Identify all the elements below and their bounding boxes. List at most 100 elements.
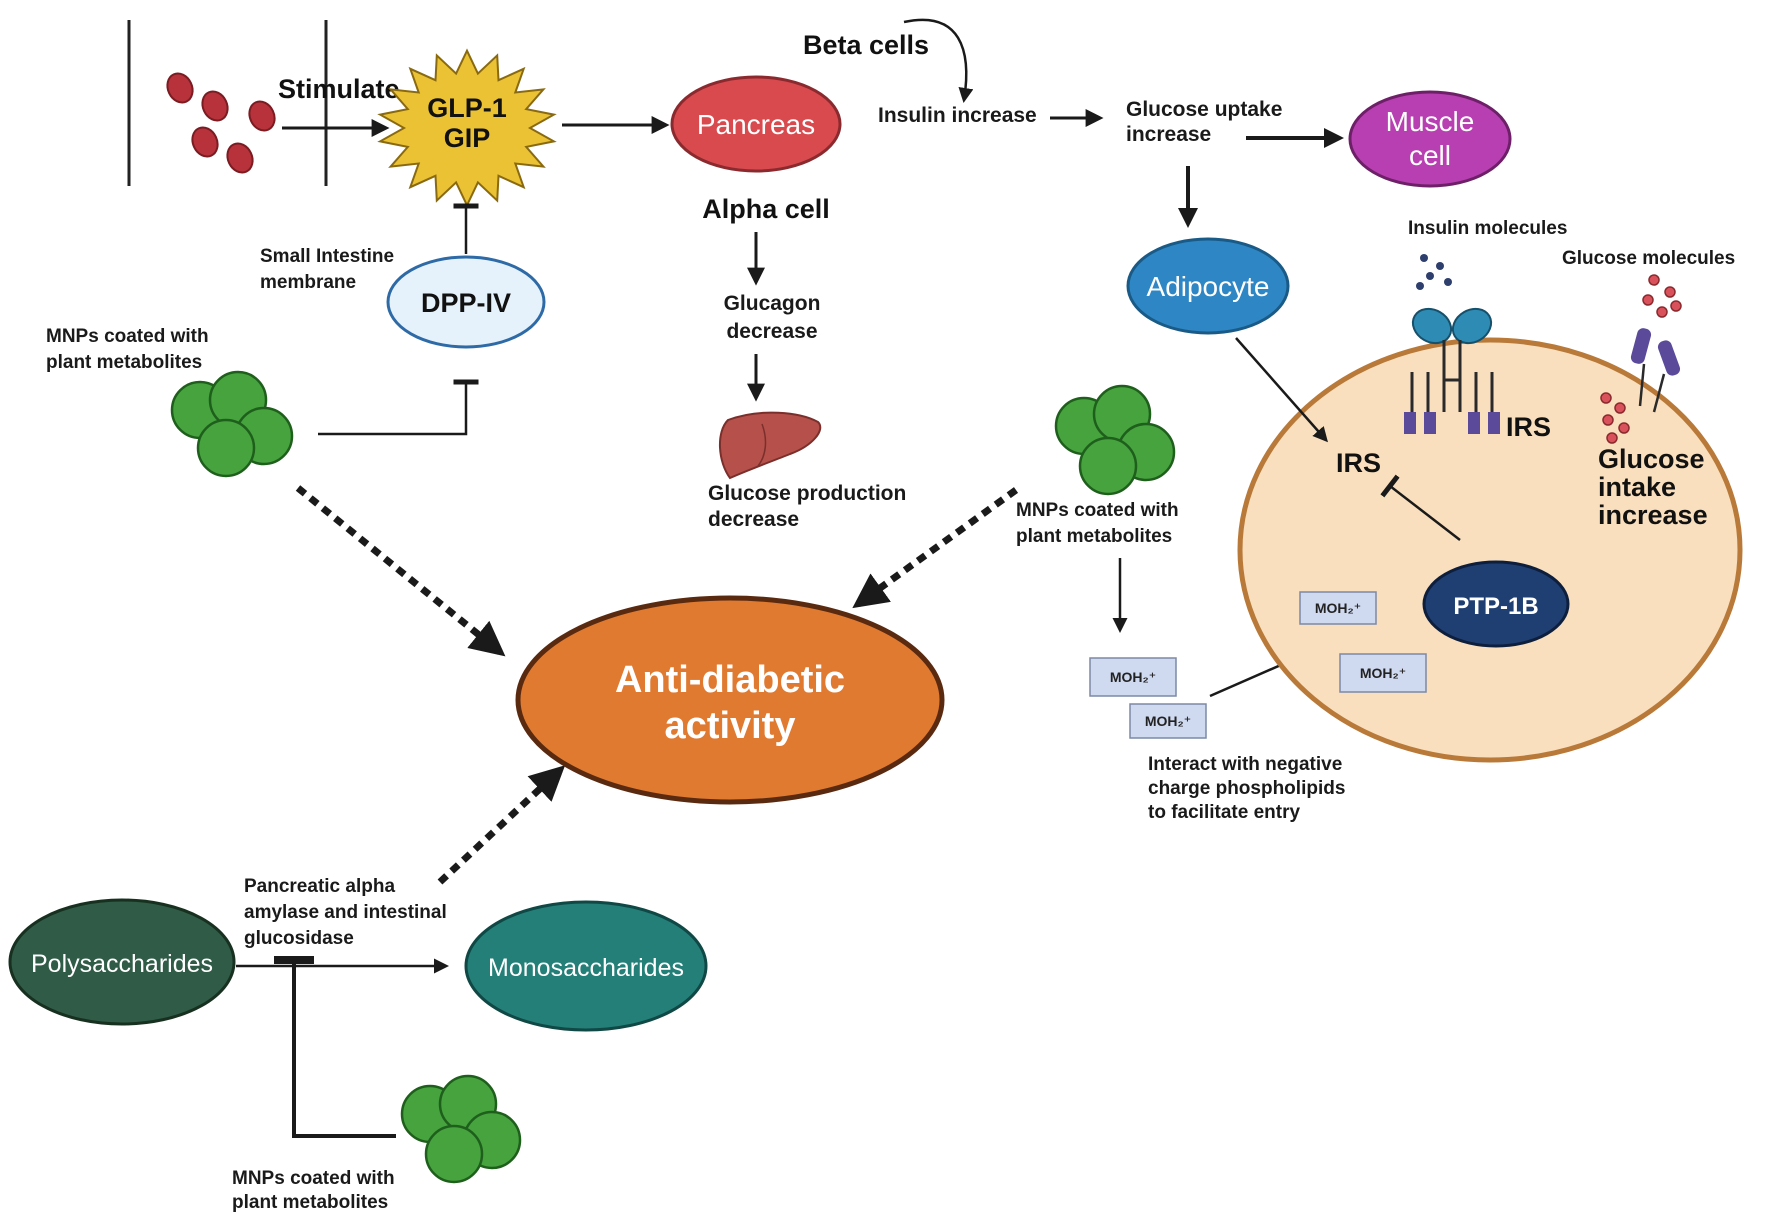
glucose-molecule xyxy=(1656,306,1668,318)
microbe xyxy=(166,72,194,104)
small-intestine-label: Small Intestine xyxy=(260,246,394,267)
mnp-cluster-bottom xyxy=(400,1074,522,1184)
glucose-molecule xyxy=(1618,422,1630,434)
insulin-molecule xyxy=(1436,262,1444,270)
adipocyte-to-irs-arrow xyxy=(1235,337,1328,443)
liver-icon xyxy=(718,411,822,480)
svg-text:plant metabolites: plant metabolites xyxy=(232,1192,388,1213)
glucagon-label: Glucagon xyxy=(724,292,821,315)
svg-text:MOH₂⁺: MOH₂⁺ xyxy=(1110,669,1156,685)
glucose-molecules-label: Glucose molecules xyxy=(1562,248,1735,269)
ptp-inhibits-irs xyxy=(1380,474,1461,541)
insulin-dots xyxy=(1416,254,1452,290)
insulin-increase-label: Insulin increase xyxy=(878,104,1037,127)
glucose-dots-inside xyxy=(1600,392,1630,444)
moh-box: MOH₂⁺ xyxy=(1129,703,1207,739)
ptp-1b-label: PTP-1B xyxy=(1453,593,1538,620)
glucose-molecule xyxy=(1602,414,1614,426)
dpp-iv-label: DPP-IV xyxy=(421,288,511,318)
svg-text:activity: activity xyxy=(665,705,796,747)
insulin-molecule xyxy=(1426,272,1434,280)
svg-text:membrane: membrane xyxy=(260,272,356,293)
glucose-intake-label: Glucose xyxy=(1598,444,1705,474)
mnp-inhibits-enzyme xyxy=(274,956,396,1138)
dotted-arrow-left xyxy=(295,485,506,657)
monosaccharides-label: Monosaccharides xyxy=(488,954,684,982)
svg-text:amylase and intestinal: amylase and intestinal xyxy=(244,902,447,923)
dpp-iv-node xyxy=(386,255,546,349)
glucose-molecule xyxy=(1614,402,1626,414)
insulin-molecule xyxy=(1420,254,1428,262)
svg-text:increase: increase xyxy=(1598,500,1708,530)
glucose-production-label: Glucose production xyxy=(708,482,906,505)
pancreas-label: Pancreas xyxy=(697,109,815,140)
insulin-molecule xyxy=(1444,278,1452,286)
svg-text:increase: increase xyxy=(1126,123,1211,146)
pancreas-node xyxy=(670,75,842,173)
alpha-cell-label: Alpha cell xyxy=(702,194,830,224)
svg-text:MOH₂⁺: MOH₂⁺ xyxy=(1145,713,1191,729)
microbe xyxy=(191,126,219,158)
glucose-molecule xyxy=(1648,274,1660,286)
target-cell xyxy=(1237,337,1743,763)
interact-label: Interact with negative xyxy=(1148,754,1342,775)
glucose-molecule xyxy=(1642,294,1654,306)
beta-cells-label: Beta cells xyxy=(803,30,929,60)
glucose-molecule xyxy=(1600,392,1612,404)
svg-text:Muscle: Muscle xyxy=(1386,106,1475,137)
mnp-inhibits-dpp xyxy=(318,379,479,436)
mnps-mid-label: MNPs coated with xyxy=(1016,500,1179,521)
intestine-membrane xyxy=(127,20,328,186)
moh-box: MOH₂⁺ xyxy=(1339,653,1427,693)
mnp-cluster-left xyxy=(170,370,294,478)
glucose-dots-outside xyxy=(1642,274,1682,318)
microbe xyxy=(248,100,276,132)
dotted-arrow-bottom xyxy=(437,765,566,885)
stimulate-label: Stimulate xyxy=(278,74,400,104)
glucose-uptake-label: Glucose uptake xyxy=(1126,98,1282,121)
glucose-molecule xyxy=(1664,286,1676,298)
svg-text:GLP-1: GLP-1 xyxy=(427,93,507,123)
microbes xyxy=(166,72,276,174)
svg-text:charge phospholipids: charge phospholipids xyxy=(1148,778,1345,799)
glp-gip-burst: GLP-1 GIP xyxy=(377,48,557,208)
polysaccharides-label: Polysaccharides xyxy=(31,950,213,978)
glucose-transporter-icon xyxy=(1630,328,1681,413)
svg-text:plant metabolites: plant metabolites xyxy=(46,352,202,373)
microbe xyxy=(201,90,229,122)
svg-text:glucosidase: glucosidase xyxy=(244,928,354,949)
dotted-arrow-right xyxy=(852,487,1019,609)
adipocyte-label: Adipocyte xyxy=(1147,271,1270,302)
insulin-molecules-label: Insulin molecules xyxy=(1408,218,1567,239)
polysaccharides-node xyxy=(8,898,236,1026)
anti-diabetic-label: Anti-diabetic xyxy=(615,659,845,701)
svg-text:decrease: decrease xyxy=(708,508,799,531)
glucose-molecule xyxy=(1606,432,1618,444)
moh-box: MOH₂⁺ xyxy=(1089,657,1177,697)
irs-left-label: IRS xyxy=(1336,448,1381,478)
monosaccharides-node xyxy=(464,900,708,1032)
moh-box: MOH₂⁺ xyxy=(1299,591,1377,625)
adipocyte-node xyxy=(1126,237,1290,335)
glucose-molecule xyxy=(1670,300,1682,312)
svg-text:cell: cell xyxy=(1409,140,1451,171)
svg-text:to facilitate entry: to facilitate entry xyxy=(1148,802,1300,823)
mnps-left-label: MNPs coated with xyxy=(46,326,209,347)
insulin-molecule xyxy=(1416,282,1424,290)
svg-text:intake: intake xyxy=(1598,472,1676,502)
irs-right-label: IRS xyxy=(1506,412,1551,442)
muscle-cell-node xyxy=(1348,90,1512,188)
microbe xyxy=(226,142,254,174)
svg-text:MOH₂⁺: MOH₂⁺ xyxy=(1360,665,1406,681)
enzyme-label: Pancreatic alpha xyxy=(244,876,395,897)
svg-text:decrease: decrease xyxy=(726,320,817,343)
beta-cells-arrow xyxy=(903,18,974,103)
anti-diabetic-node xyxy=(515,595,945,805)
svg-text:GIP: GIP xyxy=(444,123,491,153)
mnp-cluster-mid xyxy=(1054,384,1176,496)
mnps-bottom-label: MNPs coated with xyxy=(232,1168,395,1189)
ptp-1b-node xyxy=(1422,560,1570,648)
svg-text:MOH₂⁺: MOH₂⁺ xyxy=(1315,600,1361,616)
svg-text:plant metabolites: plant metabolites xyxy=(1016,526,1172,547)
